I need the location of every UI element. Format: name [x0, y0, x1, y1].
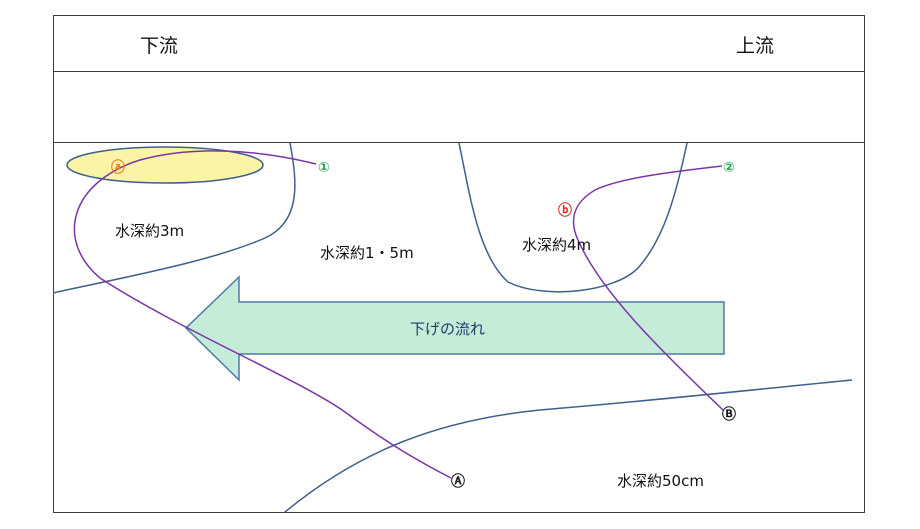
highlight-ellipse: [66, 146, 264, 184]
flow-label: 下げの流れ: [410, 320, 485, 338]
contour-shallow: [284, 379, 853, 513]
drift-path-a: [73, 150, 452, 479]
depth-label-left: 水深約3m: [115, 222, 184, 240]
contour-left-deep: [52, 142, 296, 294]
drift-path-b: [572, 165, 724, 411]
depth-label-center: 水深約1・5m: [320, 244, 414, 262]
marker-1: ①: [318, 160, 330, 176]
contour-middle-deep: [458, 142, 688, 293]
depth-label-shallow: 水深約50cm: [617, 472, 704, 490]
downstream-label: 下流: [140, 35, 178, 57]
flow-arrow: [184, 275, 725, 382]
upstream-label: 上流: [736, 35, 774, 57]
marker-2: ②: [723, 160, 735, 176]
outer-frame: [53, 15, 865, 513]
marker-a: ⓐ: [111, 159, 125, 176]
marker-B: Ⓑ: [722, 406, 736, 423]
marker-b: ⓑ: [558, 202, 572, 219]
depth-label-pool: 水深約4m: [522, 236, 591, 254]
marker-A: Ⓐ: [451, 473, 465, 490]
